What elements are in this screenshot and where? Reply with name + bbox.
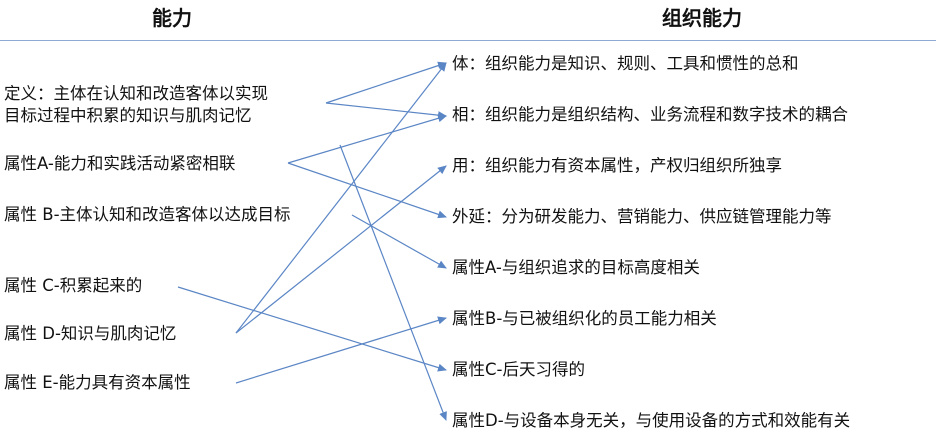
left-item-definition-line2: 目标过程中积累的知识与肌肉记忆 xyxy=(4,106,252,125)
arrow-attr-b-to-right-attr-a xyxy=(351,214,447,269)
arrow-attr-a-to-xiang xyxy=(287,114,447,164)
right-column-header: 组织能力 xyxy=(662,6,742,30)
left-item-attribute-a: 属性A-能力和实践活动紧密相联 xyxy=(4,154,236,173)
right-item-yong: 用：组织能力有资本属性，产权归组织所独享 xyxy=(452,156,782,175)
left-item-attribute-d: 属性 D-知识与肌肉记忆 xyxy=(4,324,177,343)
left-item-attribute-e: 属性 E-能力具有资本属性 xyxy=(4,373,191,392)
left-item-attribute-c: 属性 C-积累起来的 xyxy=(4,276,143,295)
right-item-attribute-c: 属性C-后天习得的 xyxy=(452,360,585,379)
right-item-attribute-b: 属性B-与已被组织化的员工能力相关 xyxy=(452,309,717,328)
right-item-attribute-a: 属性A-与组织追求的目标高度相关 xyxy=(452,258,700,277)
left-item-definition-line1: 定义：主体在认知和改造客体以实现 xyxy=(4,84,268,103)
arrow-attr-a-to-extension xyxy=(287,162,447,219)
left-column-header: 能力 xyxy=(152,6,192,30)
arrow-attr-c-to-right-attr-c xyxy=(177,286,447,372)
right-item-ti: 体：组织能力是知识、规则、工具和惯性的总和 xyxy=(452,54,799,73)
arrow-to-right-attr-d xyxy=(339,144,447,421)
arrow-definition-to-xiang xyxy=(325,102,447,120)
left-item-attribute-b: 属性 B-主体认知和改造客体以达成目标 xyxy=(4,205,291,224)
arrow-attr-d-to-yong xyxy=(235,165,447,334)
header-divider xyxy=(0,40,936,41)
arrow-attr-d-to-ti xyxy=(235,62,447,334)
arrow-attr-e-to-right-attr-b xyxy=(235,316,447,384)
right-item-attribute-d: 属性D-与设备本身无关，与使用设备的方式和效能有关 xyxy=(452,411,851,430)
arrow-definition-to-ti xyxy=(325,61,447,104)
right-item-xiang: 相：组织能力是组织结构、业务流程和数字技术的耦合 xyxy=(452,105,848,124)
right-item-extension: 外延：分为研发能力、营销能力、供应链管理能力等 xyxy=(452,207,832,226)
